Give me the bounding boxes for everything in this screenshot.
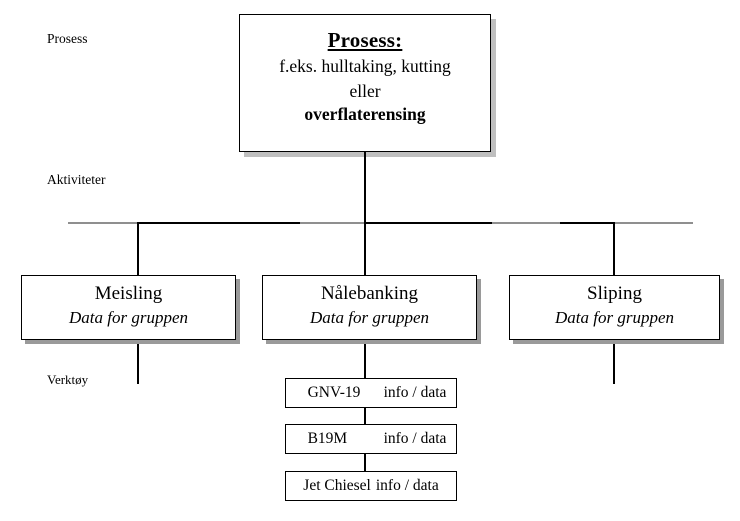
group-box-subtitle: Data for gruppen [69, 307, 188, 327]
group-box-sliping[interactable]: Sliping Data for gruppen [509, 275, 720, 340]
lane-label-verktoy: Verktøy [47, 372, 89, 387]
process-box-emphasis: overflaterensing [304, 104, 426, 125]
process-box-title: Prosess: [327, 28, 403, 52]
process-box-example-line-2: eller [349, 80, 381, 101]
bus-segment-left [137, 222, 367, 224]
tool-box-name: GNV-19 [307, 384, 361, 401]
tool-box-b19m[interactable]: B19M info / data [285, 424, 457, 454]
bus-segment-right-soft-a [492, 222, 602, 224]
group-box-nalebanking[interactable]: Nålebanking Data for gruppen [262, 275, 477, 340]
bus-segment-mid [364, 222, 494, 224]
process-box-example-line-1: f.eks. hulltaking, kutting [279, 56, 451, 77]
tool-box-name: Jet Chiesel [303, 477, 371, 494]
group-box-subtitle: Data for gruppen [310, 307, 429, 327]
connector-bus-to-group-sliping [613, 222, 615, 276]
tool-box-jet-chiesel[interactable]: Jet Chiesel info / data [285, 471, 457, 501]
connector-tool-b19m-to-jetchiesel [364, 454, 366, 472]
bus-segment-right [560, 222, 616, 224]
group-box-meisling[interactable]: Meisling Data for gruppen [21, 275, 236, 340]
group-box-title: Sliping [587, 283, 642, 304]
bus-segment-left-soft [68, 222, 140, 224]
connector-bus-to-group-nalebanking [364, 222, 366, 276]
connector-nalebanking-to-tool-gnv19 [364, 344, 366, 379]
tool-box-info: info / data [383, 430, 447, 447]
connector-meisling-to-verktoy-lane [137, 344, 139, 384]
connector-bus-to-group-meisling [137, 222, 139, 276]
lane-label-prosess: Prosess [47, 31, 88, 46]
group-box-title: Nålebanking [320, 283, 419, 304]
connector-sliping-to-verktoy-lane [613, 344, 615, 384]
bus-segment-right-soft-b [613, 222, 693, 224]
group-box-subtitle: Data for gruppen [555, 307, 674, 327]
connector-tool-gnv19-to-b19m [364, 408, 366, 425]
group-box-title: Meisling [94, 283, 163, 304]
connector-process-to-bus [364, 152, 366, 223]
tool-box-gnv-19[interactable]: GNV-19 info / data [285, 378, 457, 408]
process-box[interactable]: Prosess: f.eks. hulltaking, kutting elle… [239, 14, 491, 152]
bus-segment-mid-soft-a [300, 222, 368, 224]
lane-label-aktiviteter: Aktiviteter [47, 172, 106, 187]
tool-box-info: info / data [383, 384, 447, 401]
tool-box-name: B19M [307, 430, 348, 447]
tool-box-info: info / data [375, 477, 439, 494]
